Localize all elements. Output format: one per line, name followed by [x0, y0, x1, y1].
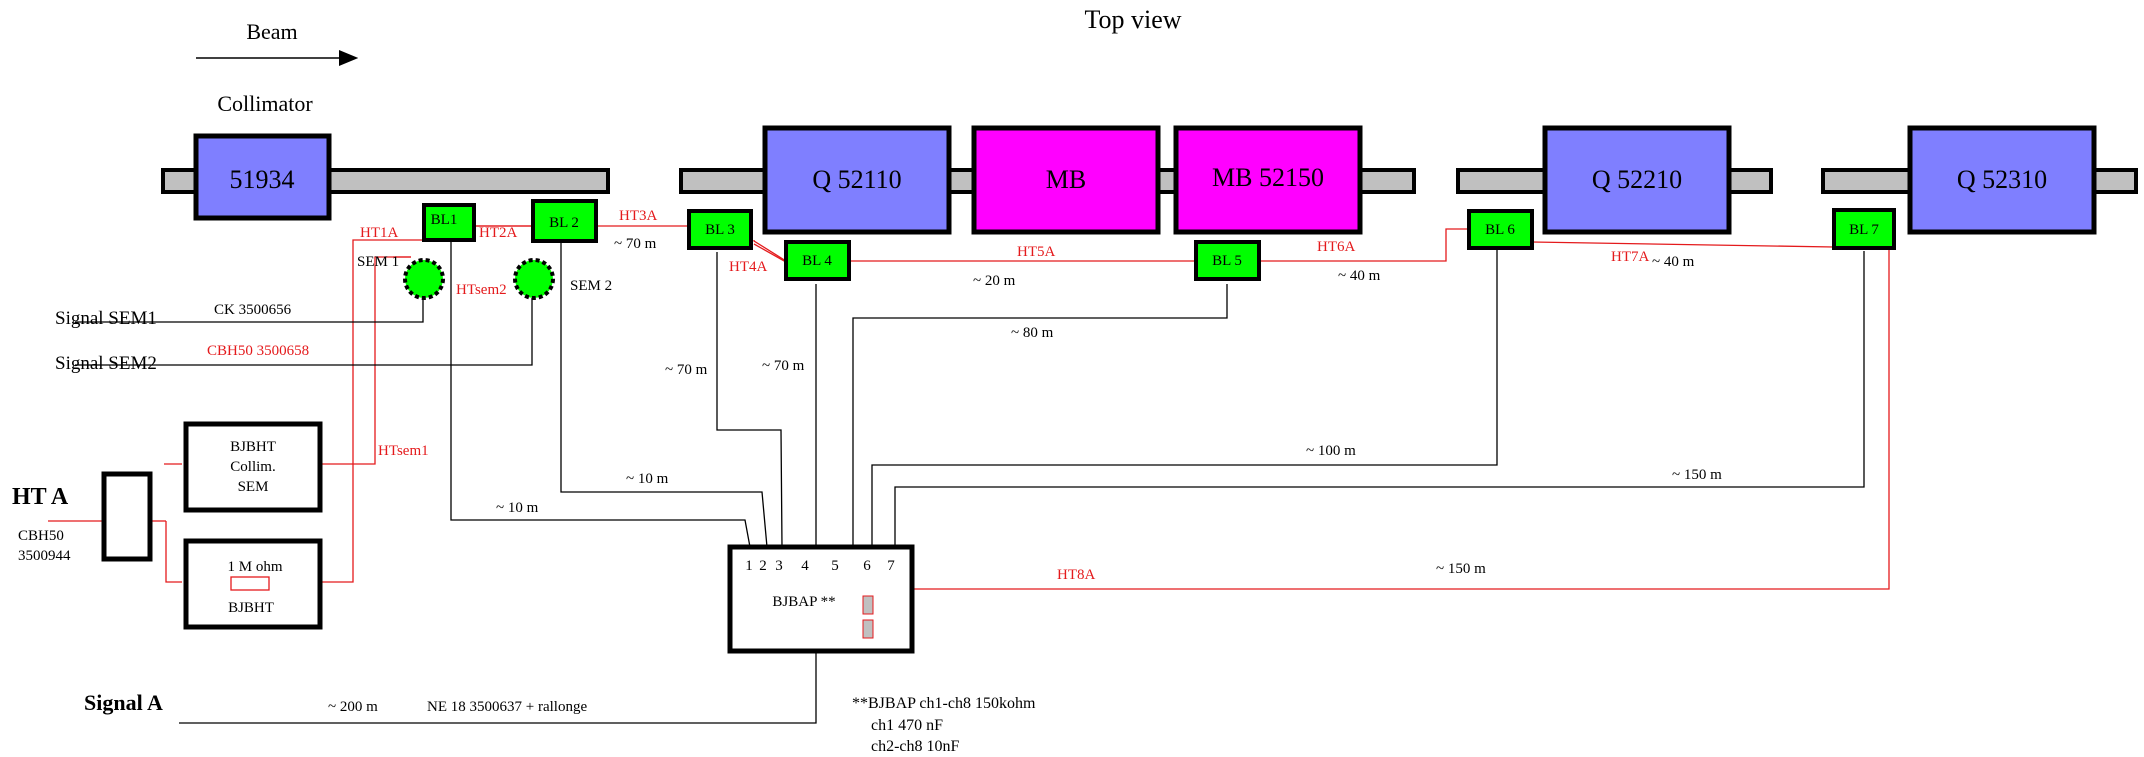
distance-label: ~ 150 m: [1436, 561, 1486, 577]
sem-2: SEM 2: [513, 258, 612, 300]
distance-label: ~ 70 m: [665, 362, 708, 378]
bjbap-box: 1 2 3 4 5 6 7 BJBAP **: [727, 544, 915, 654]
magnet-q52210: Q 52210: [1542, 125, 1732, 235]
ht7a-label: HT7A: [1611, 249, 1649, 265]
distance-label: ~ 10 m: [626, 471, 669, 487]
resistor-label: 1 M ohm: [227, 559, 282, 575]
htsem1-label: HTsem1: [378, 443, 429, 459]
ht-a-splitter: [101, 471, 153, 562]
bjbap-label: BJBAP **: [772, 594, 835, 610]
ht-cables: [48, 225, 1890, 630]
magnet-mb52150: MB 52150: [1173, 125, 1363, 235]
page-title: Top view: [1084, 5, 1181, 34]
bl-4: BL 4: [784, 240, 851, 281]
collimator-51934: 51934: [193, 133, 332, 221]
distance-label: ~ 40 m: [1338, 268, 1381, 284]
magnet-mb: MB: [971, 125, 1161, 235]
sem1-cable-label: CK 3500656: [214, 302, 292, 318]
ht3a-label: HT3A: [619, 208, 657, 224]
magnet-label: MB: [1046, 165, 1086, 194]
bjbht-sublabel: SEM: [238, 479, 269, 495]
ht5a-label: HT5A: [1017, 244, 1055, 260]
ht-a-label: HT A: [12, 484, 69, 510]
channel-label: 1: [745, 558, 753, 574]
bl-label: BL 4: [802, 253, 832, 269]
bjbht-collim-sem-box: BJBHT Collim. SEM: [183, 421, 323, 513]
magnet-q52110: Q 52110: [762, 125, 952, 235]
sem-label: SEM 2: [570, 278, 612, 294]
ht1a-label: HT1A: [360, 225, 398, 241]
distance-label: ~ 40 m: [1652, 254, 1695, 270]
bl-label: BL 2: [549, 215, 579, 231]
magnet-label: Q 52210: [1592, 165, 1682, 194]
channel-label: 6: [863, 558, 871, 574]
distance-label: ~ 10 m: [496, 500, 539, 516]
bl-5: BL 5: [1194, 240, 1261, 281]
sem-1: SEM 1: [357, 254, 445, 300]
distance-label: ~ 70 m: [762, 358, 805, 374]
beam-label: Beam: [246, 19, 297, 44]
htsem2-label: HTsem2: [456, 282, 507, 298]
resistor-icon: [230, 576, 270, 591]
footnote-line: ch1 470 nF: [871, 717, 943, 734]
bl-6: BL 6: [1467, 209, 1534, 250]
ht2a-label: HT2A: [479, 225, 517, 241]
bl-3: BL 3: [687, 209, 753, 250]
bjbht-box: 1 M ohm BJBHT: [183, 538, 323, 630]
bjbht-label: BJBHT: [230, 439, 276, 455]
bl-label: BL 3: [705, 222, 735, 238]
bjbht-label: BJBHT: [228, 600, 274, 616]
channel-label: 2: [759, 558, 767, 574]
distance-label: ~ 150 m: [1672, 467, 1722, 483]
bl-label: BL 7: [1849, 222, 1879, 238]
footnote-line: **BJBAP ch1-ch8 150kohm: [852, 695, 1036, 712]
bl-label: BL1: [431, 212, 458, 228]
channel-label: 4: [801, 558, 809, 574]
channel-label: 7: [887, 558, 895, 574]
distance-label: ~ 20 m: [973, 273, 1016, 289]
distance-label: ~ 100 m: [1306, 443, 1356, 459]
distance-label: ~ 70 m: [614, 236, 657, 252]
collimator-label: Collimator: [217, 91, 313, 116]
magnet-label: MB 52150: [1212, 163, 1324, 192]
signal-sem1-label: Signal SEM1: [55, 308, 157, 329]
signal-cables: [75, 240, 1865, 724]
footnote-line: ch2-ch8 10nF: [871, 738, 960, 755]
signal-a-distance: ~ 200 m: [328, 699, 378, 715]
ht6a-label: HT6A: [1317, 239, 1355, 255]
ht-a-cable: CBH50: [18, 528, 64, 544]
capacitor-icon: [862, 595, 874, 615]
capacitor-icon: [862, 619, 874, 639]
collimator-name: 51934: [230, 165, 295, 194]
distance-label: ~ 80 m: [1011, 325, 1054, 341]
bjbht-sublabel: Collim.: [230, 459, 275, 475]
bl-label: BL 6: [1485, 222, 1515, 238]
ht-a-cable-number: 3500944: [18, 548, 71, 564]
magnet-q52310: Q 52310: [1907, 125, 2097, 235]
bl-2: BL 2: [531, 199, 598, 243]
bl-1: BL1: [422, 203, 476, 242]
magnet-label: Q 52310: [1957, 165, 2047, 194]
channel-label: 5: [831, 558, 839, 574]
signal-sem2-label: Signal SEM2: [55, 353, 157, 374]
magnet-label: Q 52110: [812, 165, 901, 194]
signal-a-cable: NE 18 3500637 + rallonge: [427, 699, 587, 715]
ht4a-label: HT4A: [729, 259, 767, 275]
bl-label: BL 5: [1212, 253, 1242, 269]
sem-label: SEM 1: [357, 254, 399, 270]
sem2-cable-label: CBH50 3500658: [207, 343, 309, 359]
bl-7: BL 7: [1832, 208, 1896, 250]
ht8a-label: HT8A: [1057, 567, 1095, 583]
signal-a-label: Signal A: [84, 690, 163, 715]
channel-label: 3: [775, 558, 783, 574]
